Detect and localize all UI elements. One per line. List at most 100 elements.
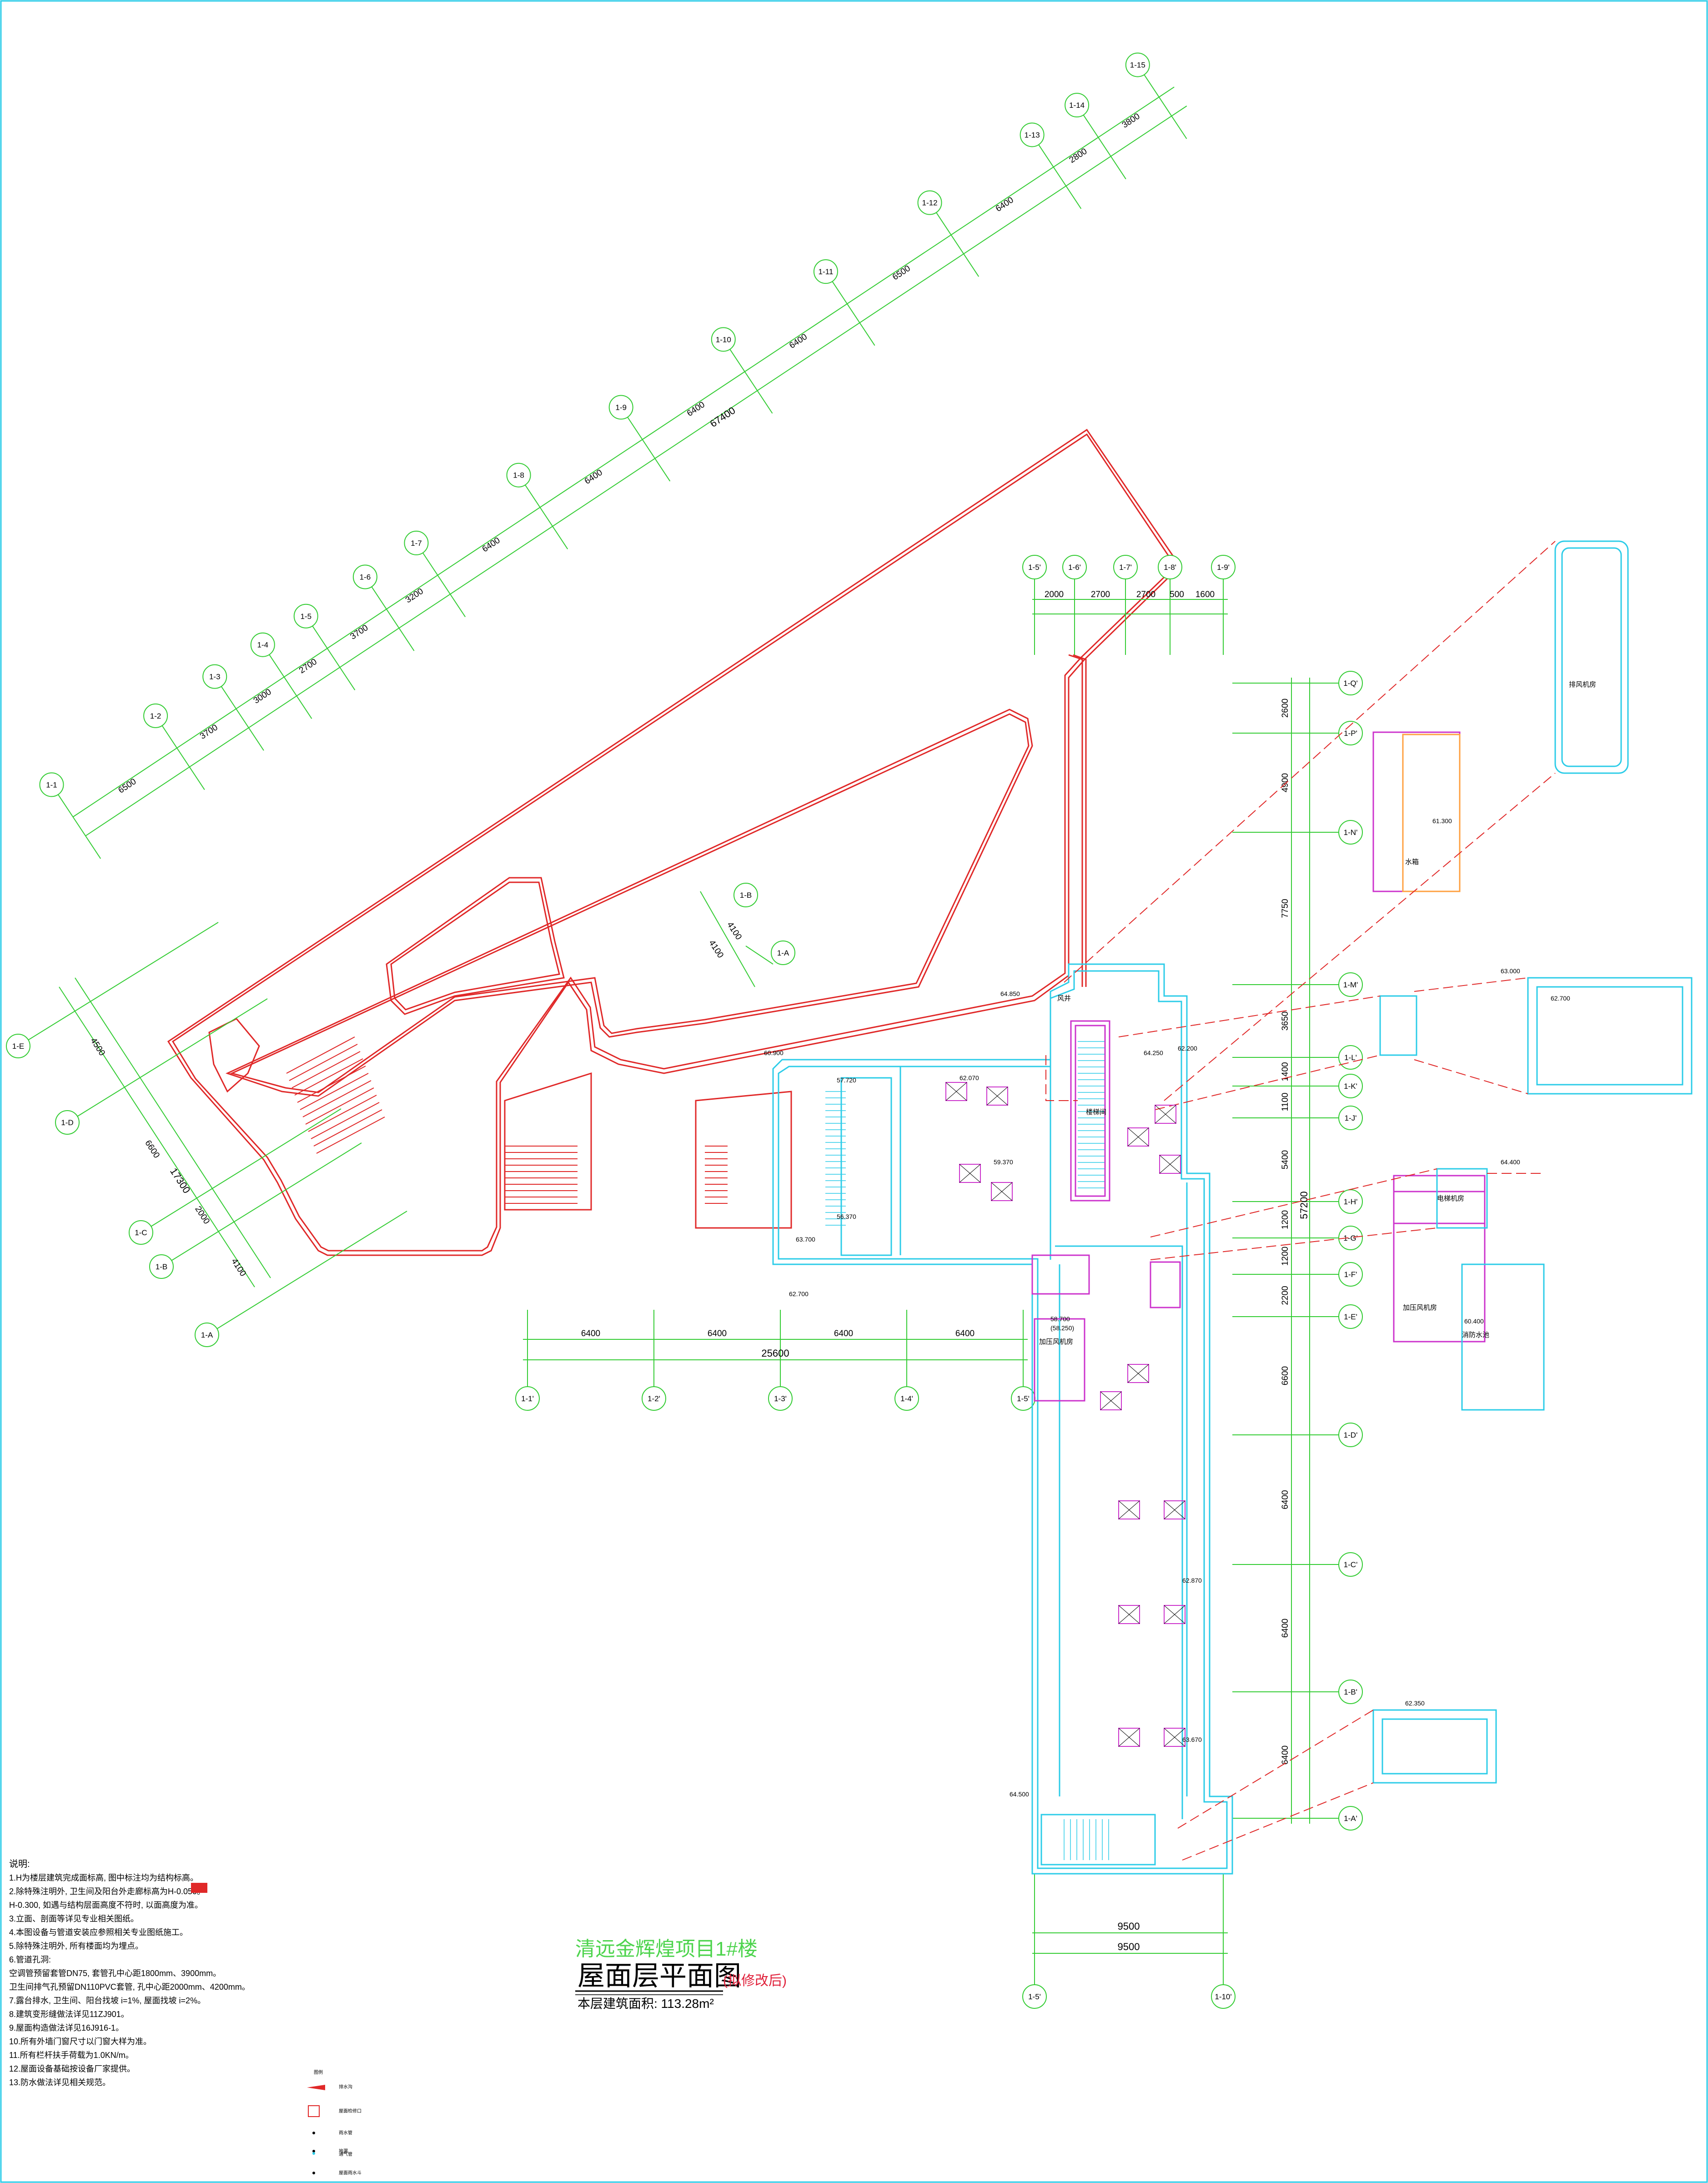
roof-vent-fixture (1100, 1391, 1122, 1410)
svg-text:1-11: 1-11 (819, 267, 834, 276)
legend-symbol-pipe (312, 2132, 315, 2134)
elevation-label: 62.070 (959, 1074, 979, 1081)
svg-text:1-5: 1-5 (300, 612, 311, 621)
elevation-label: 64.500 (1010, 1791, 1029, 1798)
axis-bubble-right-10: 1-E' (1338, 1304, 1363, 1329)
svg-text:1-E: 1-E (12, 1042, 24, 1051)
legend-item-3: 雨水管 (339, 2130, 352, 2136)
svg-text:1-5': 1-5' (1017, 1394, 1030, 1403)
note-line: 5.除特殊注明外, 所有楼面均为埋点。 (9, 1942, 143, 1951)
legend: 图例 排水沟 屋面检修口 雨水管 地漏 通气管 屋面雨水斗 (307, 2069, 362, 2176)
svg-text:1-P': 1-P' (1344, 729, 1357, 738)
elevation-label: 64.400 (1501, 1158, 1520, 1166)
legend-item-1: 排水沟 (339, 2084, 352, 2090)
axis-bubble-115: 1-15 (1125, 52, 1150, 77)
elevation-label: (58.250) (1050, 1324, 1074, 1332)
roof-vent-fixture (1164, 1500, 1186, 1519)
note-line: 9.屋面构造做法详见16J916-1。 (9, 2023, 124, 2032)
axis-bubble-110: 1-10 (711, 327, 736, 352)
svg-text:1-M': 1-M' (1343, 981, 1358, 989)
dim-tower-bottom-0: 9500 (1118, 1921, 1140, 1932)
dim-right-3: 3650 (1281, 1011, 1290, 1031)
svg-text:1-K': 1-K' (1344, 1082, 1357, 1091)
svg-text:1-8: 1-8 (513, 471, 524, 480)
svg-text:1-D: 1-D (61, 1118, 73, 1127)
room-label-pool: 消防水池 (1462, 1331, 1489, 1339)
stair-step (313, 1109, 382, 1147)
svg-text:1-A: 1-A (777, 949, 789, 957)
svg-text:1-1: 1-1 (46, 780, 57, 789)
svg-text:1-B: 1-B (740, 891, 752, 900)
axis-bubble-111: 1-11 (813, 259, 838, 284)
legend-symbol-roof-drain (312, 2172, 315, 2174)
axis-bubble-right-7: 1-H' (1338, 1189, 1363, 1214)
axis-bubble-bottom-1: 1-2' (642, 1386, 666, 1411)
svg-text:1-C: 1-C (135, 1228, 147, 1237)
roof-vent-fixture (1159, 1155, 1181, 1174)
note-line: 12.屋面设备基础按设备厂家提供。 (9, 2064, 135, 2073)
dim-diag-13: 3800 (1120, 111, 1142, 130)
dim-right-8: 1200 (1281, 1247, 1290, 1266)
dim-right-7: 1200 (1281, 1210, 1290, 1229)
stair-steps-red (286, 1036, 728, 1204)
room-label-pressure: 加压风机房 (1403, 1304, 1437, 1312)
note-line: H-0.300, 如遇与结构层面高度不符时, 以面高度为准。 (9, 1901, 203, 1910)
dim-top-0: 2000 (1045, 590, 1064, 599)
axis-bubble-towerbottom-1: 1-10' (1211, 1984, 1236, 2009)
axis-bubble-right-13: 1-B' (1338, 1680, 1363, 1704)
dim-diag-4: 3700 (349, 623, 370, 642)
dim-diag-8: 6400 (685, 400, 707, 418)
elevation-labels: 64.85064.25060.90062.20062.07059.37057.7… (764, 817, 1570, 1798)
stair-step (300, 1073, 369, 1110)
dim-right-13: 6400 (1281, 1745, 1290, 1765)
elevation-label: 64.250 (1144, 1049, 1163, 1056)
stair-step (305, 1087, 374, 1125)
svg-text:1-F': 1-F' (1344, 1270, 1357, 1279)
axis-bubble-right-9: 1-F' (1338, 1262, 1363, 1287)
elevation-label: 60.400 (1464, 1318, 1484, 1325)
axis-bubble-16: 1-6 (352, 564, 377, 589)
legend-symbol-hatch (308, 2105, 320, 2117)
svg-text:1-6': 1-6' (1068, 563, 1081, 572)
stair-step (297, 1066, 366, 1103)
dim-bottom-3: 6400 (955, 1329, 975, 1338)
legend-item-2: 屋面检修口 (339, 2108, 362, 2114)
svg-text:1-Q': 1-Q' (1343, 679, 1358, 688)
dim-diag-total: 67400 (708, 405, 738, 430)
svg-text:1-2: 1-2 (150, 712, 161, 720)
elevation-label: 62.870 (1182, 1577, 1202, 1584)
svg-text:1-9': 1-9' (1217, 563, 1230, 572)
elevation-label: 64.850 (1000, 990, 1020, 997)
note-line: 3.立面、剖面等详见专业相关图纸。 (9, 1914, 139, 1923)
svg-text:1-10: 1-10 (716, 335, 731, 344)
elevation-label: 62.700 (1551, 995, 1570, 1002)
note-line: 7.露台排水, 卫生间、阳台找坡 i=1%, 屋面找坡 i=2%。 (9, 1996, 206, 2005)
axis-bubble-block-1B: 1-B (733, 883, 758, 907)
dim-left-0: 4500 (88, 1036, 107, 1058)
roof-vent-fixture (1127, 1127, 1149, 1147)
axis-bubble-towerbottom-0: 1-5' (1022, 1984, 1047, 2009)
dim-right-5: 1100 (1281, 1093, 1290, 1112)
dim-right-1: 4900 (1281, 773, 1290, 792)
dim-right-11: 6400 (1281, 1490, 1290, 1509)
axis-bubbles: 1-11-21-31-41-51-61-71-81-91-101-111-121… (6, 52, 1363, 2009)
legend-symbol-floor-drain (312, 2150, 315, 2153)
axis-bubble-114: 1-14 (1065, 93, 1090, 118)
room-labels: 楼梯间 风井 加压风机房 消防水池 水箱 电梯机房 加压风机房 排风机房 (1039, 681, 1596, 1346)
stair-step (291, 1051, 361, 1088)
svg-text:1-B': 1-B' (1344, 1688, 1357, 1696)
axis-bubble-right-8: 1-G' (1338, 1226, 1363, 1250)
room-label-fan: 加压风机房 (1039, 1338, 1073, 1346)
room-label-tank: 水箱 (1405, 858, 1419, 866)
dim-top-1: 2700 (1091, 590, 1110, 599)
svg-text:1-4': 1-4' (900, 1394, 913, 1403)
detail-boxes-cyan (1372, 540, 1693, 1784)
dim-diag-0: 6500 (117, 777, 138, 795)
roof-vent-fixture (1127, 1364, 1149, 1383)
dim-left-total: 17300 (168, 1166, 192, 1195)
elevation-label: 60.900 (764, 1049, 784, 1056)
room-label-stair: 楼梯间 (1086, 1108, 1106, 1116)
roof-vent-fixture (1164, 1605, 1186, 1624)
axis-bubble-right-5: 1-K' (1338, 1074, 1363, 1098)
